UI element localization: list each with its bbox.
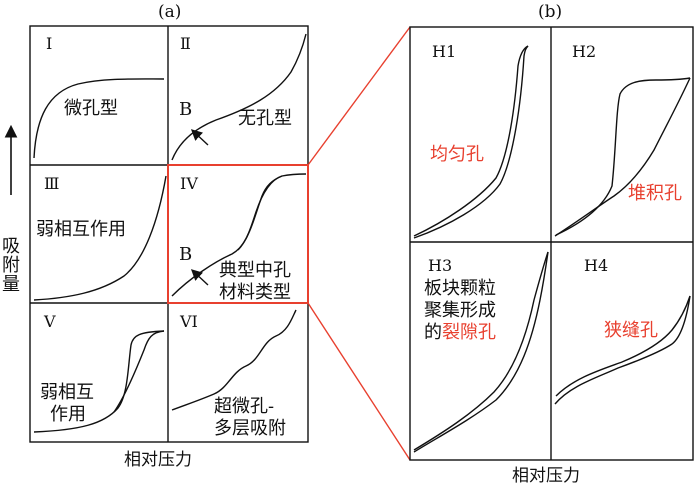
isotherm-curve-type-vi <box>171 309 297 411</box>
type-ii-description: 无孔型 <box>238 108 292 129</box>
isotherm-curve-type-i <box>33 78 165 159</box>
hysteresis-curve-h4-adsorption <box>554 295 691 405</box>
type-i-description: 微孔型 <box>64 98 118 119</box>
hysteresis-curve-h4-desorption <box>555 295 691 397</box>
type-v-label: V <box>44 312 56 331</box>
isotherm-curve-type-v-adsorption <box>33 330 165 433</box>
hysteresis-curve-h3-adsorption <box>413 251 549 453</box>
isotherm-curve-type-v-desorption <box>113 330 165 413</box>
hysteresis-curve-h2-adsorption <box>554 77 691 237</box>
connector-line-bottom <box>307 302 411 461</box>
panel-a-x-axis-label: 相对压力 <box>124 450 192 470</box>
hysteresis-curve-h2-desorption <box>555 77 691 236</box>
type-iv-description-line2: 材料类型 <box>219 282 291 303</box>
h3-label: H3 <box>428 256 453 275</box>
type-iv-point-b: B <box>179 244 193 265</box>
point-b-arrow-type-ii <box>190 129 209 146</box>
panel-a-y-axis-label: 吸附量 <box>0 236 20 293</box>
isotherm-curve-type-iv-desorption <box>237 175 283 251</box>
hysteresis-curve-h1-desorption <box>413 45 529 239</box>
type-iv-description-line1: 典型中孔 <box>219 260 291 281</box>
type-v-description-line1: 弱相互 <box>40 382 94 403</box>
h2-description: 堆积孔 <box>628 183 682 204</box>
type-vi-description-line1: 超微孔- <box>214 396 275 417</box>
h4-label: H4 <box>584 256 609 275</box>
panel-b-x-axis-label: 相对压力 <box>512 466 580 486</box>
type-iv-highlight-box <box>167 164 309 304</box>
hysteresis-curve-h3-desorption <box>413 251 549 451</box>
type-iv-label: IV <box>180 174 198 193</box>
connector-line-top <box>307 26 411 166</box>
h2-label: H2 <box>572 42 597 61</box>
type-ii-point-b: B <box>179 99 193 120</box>
type-iii-label: Ⅲ <box>44 174 60 193</box>
type-i-label: I <box>46 34 53 53</box>
h3-description-line1: 板块颗粒 <box>424 278 496 299</box>
panel-a-label: (a) <box>158 2 182 22</box>
type-vi-label: VI <box>180 312 198 331</box>
panel-b-label: (b) <box>538 2 563 22</box>
isotherm-curve-type-ii <box>171 33 307 161</box>
h3-description-line2: 聚集形成 <box>424 300 496 321</box>
h1-label: H1 <box>432 42 457 61</box>
h3-description-prefix: 的 <box>424 322 442 343</box>
h3-description-highlight: 裂隙孔 <box>442 322 496 343</box>
type-vi-description-line2: 多层吸附 <box>214 418 286 439</box>
point-b-arrow-type-iv <box>190 269 209 286</box>
hysteresis-curve-h1-adsorption <box>413 45 529 237</box>
isotherm-curve-type-iii <box>33 175 167 301</box>
type-v-description-line2: 作用 <box>50 404 86 425</box>
h3-description-line3: 的裂隙孔 <box>424 322 496 344</box>
h1-description: 均匀孔 <box>430 144 484 165</box>
type-iii-description: 弱相互作用 <box>36 219 126 240</box>
h4-description: 狭缝孔 <box>604 320 658 341</box>
type-ii-label: Ⅱ <box>180 34 191 53</box>
